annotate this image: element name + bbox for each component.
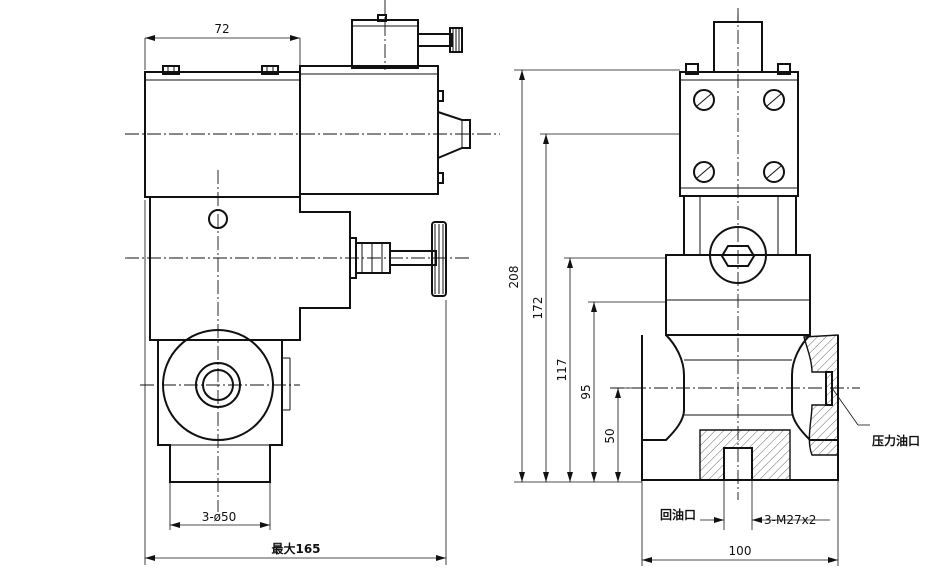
dim-100-label: 100: [729, 544, 752, 558]
valve-body: [149, 197, 351, 341]
dim-port-dia: 3-ø50: [169, 482, 271, 530]
base-body: [641, 335, 839, 481]
dim-95-label: 95: [579, 384, 593, 399]
screw-tl: [693, 89, 715, 111]
dim-overall-label: 最大165: [271, 541, 320, 556]
side-view: 72: [125, 0, 500, 565]
junction-box: [299, 65, 439, 195]
dim-172-label: 172: [531, 297, 545, 320]
dim-50-label: 50: [603, 428, 617, 443]
override-pin: [417, 33, 453, 47]
thread-label: 3-M27x2: [764, 513, 816, 527]
return-port-label: 回油口: [660, 507, 696, 522]
screw-bl: [693, 161, 715, 183]
pressure-port-section: [803, 334, 839, 456]
dim-72-label: 72: [214, 22, 229, 36]
top-bolt-left: [162, 65, 180, 75]
dim-117-label: 117: [555, 359, 569, 382]
screw-tr: [763, 89, 785, 111]
dim-100: 100: [641, 480, 839, 566]
cable-gland: [437, 111, 471, 159]
return-port-section: [699, 429, 791, 481]
dim-overall: 最大165: [144, 200, 447, 565]
screw-br: [763, 161, 785, 183]
dim-port-dia-label: 3-ø50: [202, 510, 237, 524]
dim-208-label: 208: [507, 266, 521, 289]
dim-heights: 208 172 117 95 50: [507, 69, 680, 483]
coil-housing: [144, 71, 301, 198]
dim-72: 72: [144, 22, 301, 70]
pressure-port-label: 压力油口: [872, 433, 920, 448]
front-view: 208 172 117 95 50: [507, 8, 920, 566]
lower-body: [157, 340, 283, 483]
handwheel-assembly: [349, 221, 447, 297]
pressure-port-callout: 压力油口: [831, 387, 920, 448]
return-port-callout: 回油口 3-M27x2: [660, 480, 830, 530]
top-bolt-right: [261, 65, 279, 75]
